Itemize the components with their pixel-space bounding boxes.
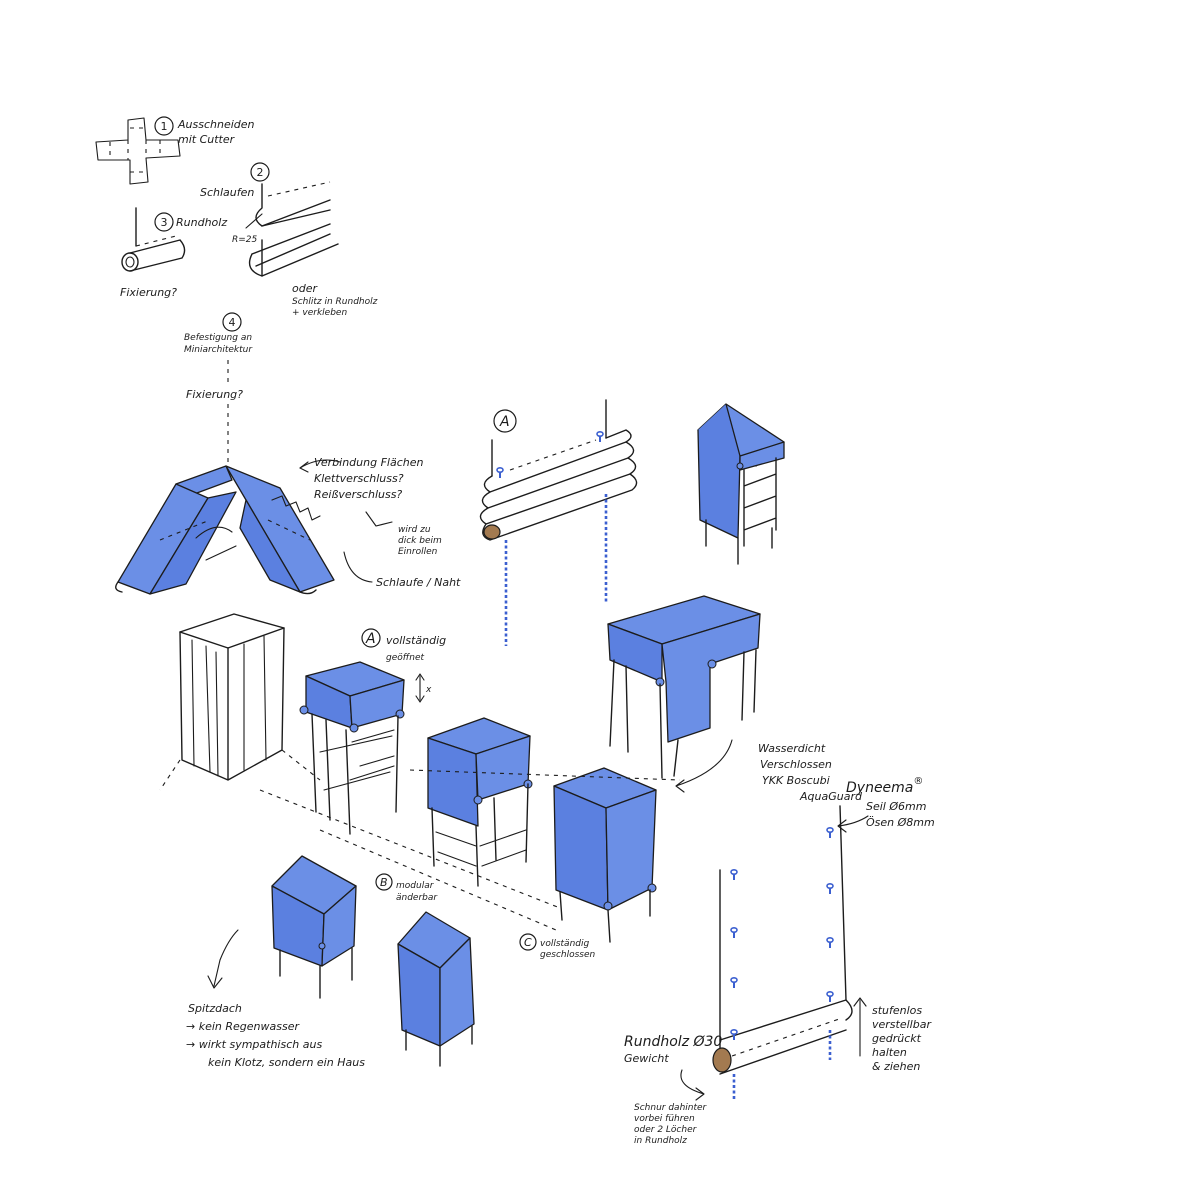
stepless-1: stufenlos [872,1004,922,1017]
dyneema-rope-ends [732,1030,832,1100]
floor-guide-lines [259,769,681,931]
roof-note-connect-3: Reißverschluss? [314,488,402,501]
oder-text-3: + verkleben [292,308,347,318]
cord-note-3: oder 2 Löcher [634,1125,698,1135]
roof-arrow [299,459,341,469]
rundholz-note-1: Rundholz Ø30 [624,1034,722,1050]
variant-c-badge: C [524,936,532,949]
step-3-text: Rundholz [176,216,227,229]
variant-c-text-1: vollständig [540,939,589,949]
step-4-number: 4 [222,312,242,332]
svg-text:2: 2 [257,166,264,179]
stepless-arrow [853,997,867,1057]
rundholz-note-2: Gewicht [624,1052,669,1065]
dyneema-panel [712,805,853,1075]
variant-a-frame [299,661,405,835]
roof-note-thick-1: wird zu [398,525,431,535]
variant-b-text-1: modular [396,881,435,891]
detail-a-roll [479,399,638,541]
detail-a-badge: A [499,414,510,430]
svg-text:3: 3 [161,216,168,229]
variant-b-text-2: änderbar [396,893,438,903]
spitzdach-point-1: → kein Regenwasser [186,1020,300,1033]
variant-b-frame [427,717,533,887]
oder-text: oder [292,282,318,295]
spitzdach-point-3: kein Klotz, sondern ein Haus [208,1056,365,1069]
step-2-loop-sketch [245,181,339,277]
dyneema-eyelets [730,826,834,1041]
fixing-question-2: Fixierung? [186,388,243,401]
step-1-cross-pattern [95,117,181,185]
stepless-2: verstellbar [872,1018,932,1031]
desk-frame-right [607,595,761,779]
variant-c-frame [553,767,657,943]
variant-a-axis: x [425,685,432,695]
spitzdach-title: Spitzdach [188,1002,242,1015]
spitzdach-point-2: → wirkt sympathisch aus [186,1038,322,1051]
step-2-number: 2 [250,162,270,182]
dyneema-line-2: Ösen Ø8mm [866,816,935,829]
gable-house-top-right [697,403,785,565]
stepless-4: halten [872,1046,907,1059]
variant-a-text-2: geöffnet [386,653,424,663]
frame-box-empty [159,613,321,791]
spitzdach-house-tall [397,911,475,1067]
zipper-note-2: Verschlossen [760,758,832,771]
variant-a-badge: A [365,631,376,647]
zipper-note-1: Wasserdicht [758,742,826,755]
stepless-5: & ziehen [872,1060,920,1073]
roof-note-thick-2: dick beim [398,536,442,546]
variant-a-arrow [415,673,425,703]
detail-a-eyelets [496,430,604,479]
svg-text:4: 4 [229,316,236,329]
dyneema-brand: Dyneema® [846,776,923,796]
step-1-number: 1 [154,116,174,136]
roof-note-thick-3: Einrollen [398,547,438,557]
roof-note-connect-2: Klettverschluss? [314,472,404,485]
roof-note-loop: Schlaufe / Naht [376,576,461,589]
step-4-text-b: Miniarchitektur [184,345,253,355]
step-1-text-b: mit Cutter [178,133,236,146]
variant-c-text-2: geschlossen [540,950,596,960]
zipper-note-3: YKK Boscubi [762,774,830,787]
cord-note-1: Schnur dahinter [634,1103,708,1113]
stepless-3: gedrückt [872,1032,922,1045]
spitzdach-arrow [207,929,239,989]
dyneema-line-1: Seil Ø6mm [866,800,926,813]
zipper-note-4: AquaGuard [799,790,863,803]
cord-note-2: vorbei führen [634,1114,695,1124]
step-3-number: 3 [154,212,174,232]
step-2-text: Schlaufen [200,186,254,199]
svg-text:1: 1 [161,120,168,133]
oder-text-2: Schlitz in Rundholz [292,297,378,307]
fixing-question-1: Fixierung? [120,286,177,299]
radius-label: R=25 [232,235,258,245]
gable-roof-cover [115,465,335,595]
variant-a-text-1: vollständig [386,634,446,647]
roof-note-connect-1: Verbindung Flächen [314,456,423,469]
step-4-text-a: Befestigung an [184,333,252,343]
step-1-text-a: Ausschneiden [177,118,255,131]
variant-b-badge: B [380,876,388,889]
step-3-dowel-sketch [121,207,186,272]
cord-note-4: in Rundholz [634,1136,687,1146]
spitzdach-house-small [271,855,357,999]
